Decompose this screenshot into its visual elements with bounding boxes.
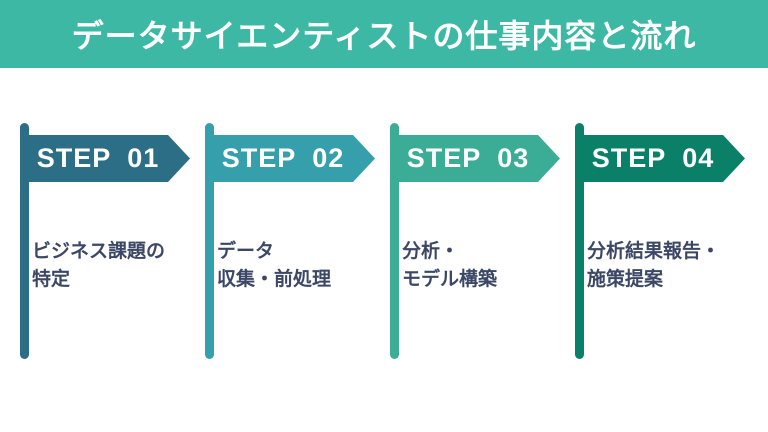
step-1-pole <box>20 123 29 359</box>
step-2-flag: STEP 02 <box>205 135 375 182</box>
step-3: STEP 03 分析・ モデル構築 <box>390 123 562 359</box>
step-4-flag: STEP 04 <box>575 135 745 182</box>
title-banner: データサイエンティストの仕事内容と流れ <box>0 0 768 68</box>
page-title: データサイエンティストの仕事内容と流れ <box>71 18 697 54</box>
step-2-label: STEP 02 <box>221 143 345 173</box>
step-2-pole <box>205 123 214 359</box>
step-4-description: 分析結果報告・ 施策提案 <box>587 241 721 290</box>
step-3-description: 分析・ モデル構築 <box>402 241 498 290</box>
step-3-label: STEP 03 <box>406 143 530 173</box>
step-4-pole <box>575 123 584 359</box>
step-2: STEP 02 データ 収集・前処理 <box>205 123 377 359</box>
step-3-pole <box>390 123 399 359</box>
step-1-description: ビジネス課題の 特定 <box>32 241 166 290</box>
step-4-label: STEP 04 <box>591 143 715 173</box>
step-1-label: STEP 01 <box>36 143 160 173</box>
step-4: STEP 04 分析結果報告・ 施策提案 <box>575 123 747 359</box>
step-2-description: データ 収集・前処理 <box>217 241 332 290</box>
step-3-flag: STEP 03 <box>390 135 560 182</box>
step-1-flag: STEP 01 <box>20 135 190 182</box>
step-1: STEP 01 ビジネス課題の 特定 <box>20 123 192 359</box>
